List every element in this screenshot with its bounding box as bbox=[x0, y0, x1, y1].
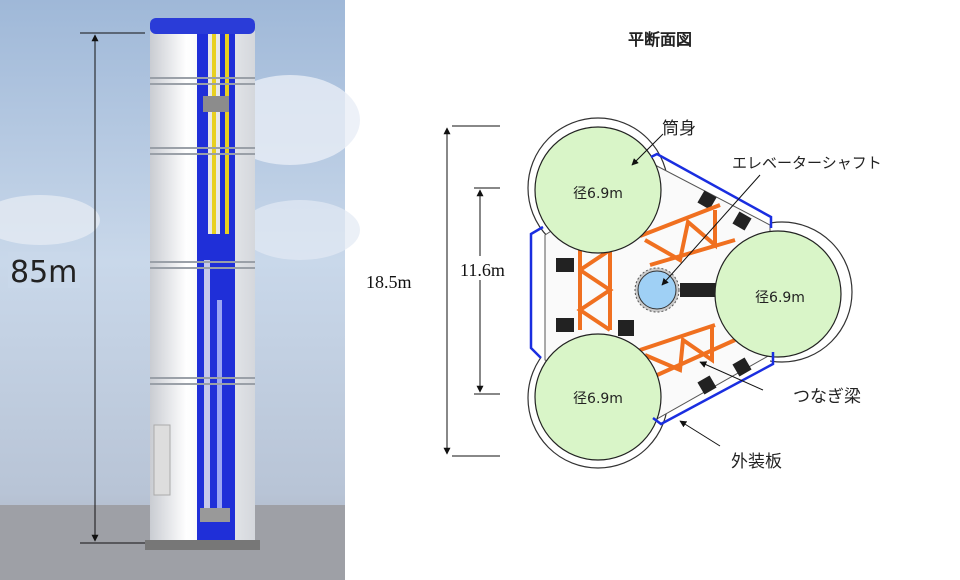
cylinder-top: 径6.9m bbox=[534, 126, 662, 254]
cylinder-right: 径6.9m bbox=[714, 230, 842, 358]
plan-section: 平断面図 bbox=[366, 30, 882, 472]
plan-title: 平断面図 bbox=[628, 30, 692, 49]
cylinder-diameter-label: 径6.9m bbox=[573, 186, 623, 202]
elevator-shaft bbox=[637, 270, 677, 310]
structural-blocks bbox=[556, 190, 752, 395]
shell-label: 筒身 bbox=[662, 119, 696, 139]
cylinder-bottom: 径6.9m bbox=[534, 333, 662, 461]
overall-dimension-label: 18.5m bbox=[366, 272, 412, 292]
connecting-beam-label: つなぎ梁 bbox=[793, 387, 861, 407]
height-label: 85m bbox=[10, 255, 77, 290]
height-dimension bbox=[80, 32, 145, 544]
tower-rings bbox=[150, 77, 255, 385]
inner-dimension-label: 11.6m bbox=[460, 260, 505, 280]
exterior-panels bbox=[529, 152, 775, 426]
exterior-panel-label: 外装板 bbox=[731, 452, 782, 472]
tower-cap bbox=[150, 18, 255, 34]
cylinder-diameter-label: 径6.9m bbox=[755, 290, 805, 306]
cylinder-diameter-label: 径6.9m bbox=[573, 391, 623, 407]
tower-elevation: 85m bbox=[0, 0, 360, 580]
elevator-shaft-label: エレベーターシャフト bbox=[732, 154, 882, 172]
connecting-beams bbox=[576, 203, 736, 378]
plan-dimensions bbox=[443, 125, 500, 457]
